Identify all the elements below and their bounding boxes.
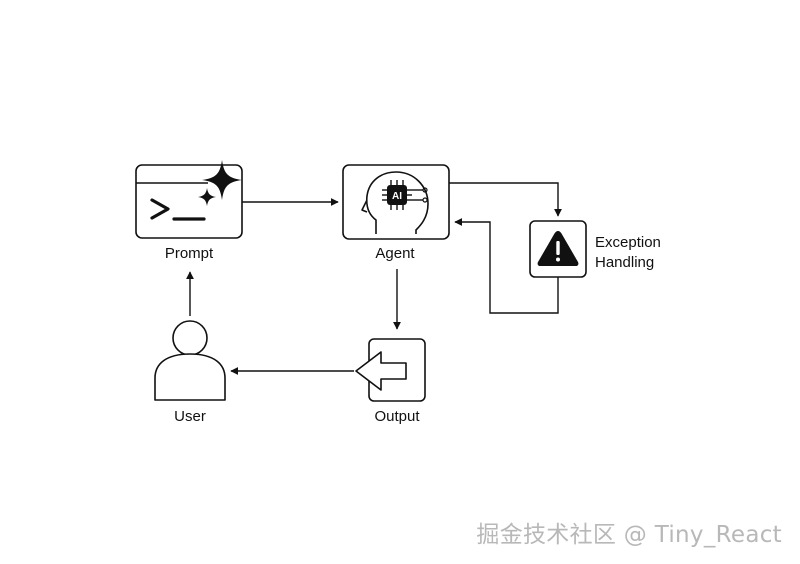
head-nose-icon xyxy=(361,199,368,213)
head-profile-icon xyxy=(365,171,429,234)
terminal-chevron-icon xyxy=(150,198,170,220)
ai-chip-icon: AI xyxy=(382,180,428,210)
agent-label: Agent xyxy=(375,245,415,262)
warning-exclamation-dot xyxy=(556,257,560,262)
exception-node: Exception Handling xyxy=(529,220,661,278)
exit-arrow-icon xyxy=(355,351,407,391)
sparkle-small-icon xyxy=(198,188,216,206)
user-label: User xyxy=(174,408,206,425)
exception-label-line2: Handling xyxy=(595,254,654,271)
prompt-node: Prompt xyxy=(135,160,243,262)
arrow-agent-to-exception xyxy=(449,182,562,217)
arrow-exception-to-agent xyxy=(454,218,559,314)
sparkle-large-icon xyxy=(202,160,242,200)
warning-exclamation-bar xyxy=(556,241,560,255)
output-node: Output xyxy=(355,338,426,425)
user-node: User xyxy=(154,320,226,425)
watermark-text: 掘金技术社区 @ Tiny_React xyxy=(476,522,782,548)
user-head-icon xyxy=(172,320,208,356)
output-label: Output xyxy=(374,408,420,425)
ai-chip-text: AI xyxy=(392,191,402,202)
prompt-label: Prompt xyxy=(165,245,214,262)
agent-node: AI Agent xyxy=(342,164,450,262)
user-body-icon xyxy=(154,353,226,401)
exception-label-line1: Exception xyxy=(595,234,661,251)
